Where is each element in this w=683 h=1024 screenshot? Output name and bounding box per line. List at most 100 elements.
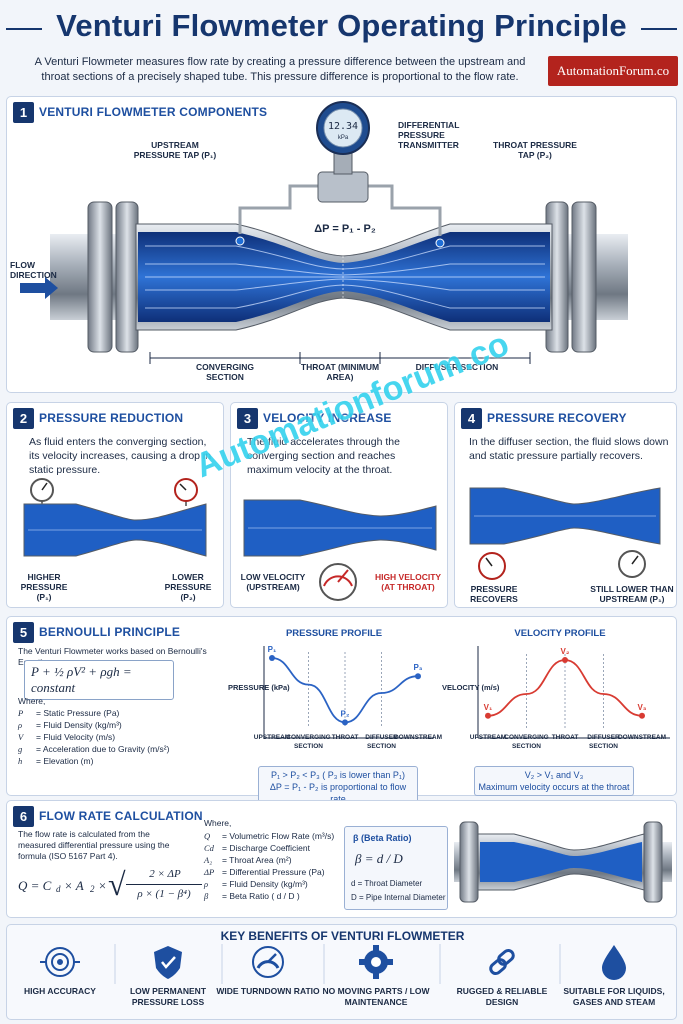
definition-text: = Fluid Density (kg/m³) xyxy=(36,720,122,730)
x-tick-label: UPSTREAM xyxy=(254,734,290,741)
chart-title: PRESSURE PROFILE xyxy=(286,628,382,639)
beta-box: β (Beta Ratio) β = d / D d = Throat Diam… xyxy=(344,826,448,910)
point-label: V₃ xyxy=(637,703,646,712)
section-title: VENTURI FLOWMETER COMPONENTS xyxy=(39,105,268,119)
step-text: The fluid accelerates through the conver… xyxy=(247,436,400,476)
pressure-note-2: ΔP = P₁ - P₂ is proportional to flow rat… xyxy=(269,782,407,804)
definition-text: = Differential Pressure (Pa) xyxy=(222,867,325,877)
diffuser-section-label: DIFFUSER SECTION xyxy=(415,362,499,372)
x-tick-label: SECTION xyxy=(367,743,396,750)
step-text: In the diffuser section, the fluid slows… xyxy=(469,436,669,462)
definition-symbol: P xyxy=(18,708,24,718)
velocity-increase-diagram xyxy=(243,499,437,601)
section-number: 4 xyxy=(461,408,482,429)
section-number: 1 xyxy=(13,102,34,123)
definition-text: = Static Pressure (Pa) xyxy=(36,708,120,718)
formula-denominator: ρ × (1 − β⁴) xyxy=(137,888,191,900)
step-text: As fluid enters the converging section, … xyxy=(29,436,212,476)
brand-logo[interactable]: AutomationForum.co xyxy=(548,56,678,86)
beta-d-def: d = Throat Diameter xyxy=(351,879,423,888)
definition-row: Cd= Discharge Coefficient xyxy=(204,843,310,854)
data-point xyxy=(415,673,421,680)
target-icon xyxy=(40,947,80,977)
formula-mid: × A xyxy=(64,878,84,893)
definition-row: A₂ = Throat Area (m²) xyxy=(204,855,292,866)
title-rule-right xyxy=(641,28,677,30)
point-label: V₁ xyxy=(484,703,493,712)
benefit-turndown: WIDE TURNDOWN RATIO xyxy=(216,986,320,996)
beta-equation: β = d / D xyxy=(355,851,403,866)
venturi-diagram: 12.34 kPa xyxy=(20,101,628,364)
chart-title: VELOCITY PROFILE xyxy=(514,628,605,639)
point-label: P₃ xyxy=(413,663,422,672)
definition-symbol: β xyxy=(204,891,209,901)
tap-p1 xyxy=(235,236,245,246)
impulse-line-left xyxy=(238,184,318,234)
lower-pressure-label: LOWER PRESSURE (P₂) xyxy=(164,572,212,602)
point-label: P₁ xyxy=(268,645,277,654)
x-tick-label: CONVERGING xyxy=(286,734,330,741)
flow-arrow xyxy=(20,277,58,299)
gauge-icon xyxy=(252,946,284,978)
benefit-suitable: SUITABLE FOR LIQUIDS, GASES AND STEAM xyxy=(563,986,665,1007)
high-velocity-label: HIGH VELOCITY (AT THROAT) xyxy=(374,572,442,592)
formula-sub2: 2 xyxy=(90,884,95,894)
velocity-note-1: V₂ > V₁ and V₃ xyxy=(524,770,584,780)
x-tick-label: DOWNSTREAM xyxy=(618,734,666,741)
transmitter-body xyxy=(317,171,369,203)
benefit-rugged: RUGGED & RELIABLE DESIGN xyxy=(456,986,548,1007)
formula-times: × xyxy=(98,878,107,893)
definition-symbol: Cd xyxy=(204,843,214,853)
dp-formula: ΔP = P₁ - P₂ xyxy=(314,223,376,235)
section-number: 5 xyxy=(13,622,34,643)
benefit-high-accuracy: HIGH ACCURACY xyxy=(24,986,96,996)
transmitter-neck xyxy=(333,151,353,175)
formula-numerator: 2 × ΔP xyxy=(149,868,181,880)
x-tick-label: SECTION xyxy=(512,743,541,750)
beta-D-def: D = Pipe Internal Diameter xyxy=(351,893,446,902)
section-number: 3 xyxy=(237,408,258,429)
x-tick-label: THROAT xyxy=(552,734,579,741)
transmitter-unit: kPa xyxy=(338,135,349,141)
definition-text: = Beta Ratio ( d / D ) xyxy=(222,891,300,901)
flow-rate-panel: 6 FLOW RATE CALCULATION xyxy=(6,800,677,918)
chain-link-icon xyxy=(489,948,515,976)
transmitter-value: 12.34 xyxy=(328,121,358,132)
definition-symbol: ρ xyxy=(18,720,23,730)
tap-p2 xyxy=(435,238,445,248)
bernoulli-equation: P + ½ ρV² + ρgh = constant xyxy=(24,660,174,700)
velocity-profile-chart: VELOCITY PROFILE VELOCITY (m/s) V₁V₂V₃UP… xyxy=(442,628,670,750)
outlet-flange-2 xyxy=(571,201,597,353)
definition-symbol: g xyxy=(18,744,23,754)
x-tick-label: DIFFUSER xyxy=(587,734,620,741)
definition-text: = Throat Area (m²) xyxy=(222,855,292,865)
y-axis-label: VELOCITY (m/s) xyxy=(442,683,500,692)
converging-section-label: CONVERGING SECTION xyxy=(195,362,255,382)
benefit-icons xyxy=(40,944,626,984)
section-title: BERNOULLI PRINCIPLE xyxy=(39,625,181,639)
definition-symbol: A₂ xyxy=(204,855,213,865)
shield-check-icon xyxy=(154,946,182,979)
definition-symbol: V xyxy=(18,732,24,742)
benefits-panel: KEY BENEFITS OF VENTURI FLOWMETER xyxy=(6,924,677,1020)
definition-row: β = Beta Ratio ( d / D ) xyxy=(204,891,300,902)
droplet-icon xyxy=(602,945,626,980)
data-point xyxy=(485,712,491,719)
inlet-flange-2 xyxy=(115,201,139,353)
section-number: 6 xyxy=(13,806,34,827)
definition-text: = Acceleration due to Gravity (m/s²) xyxy=(36,744,170,754)
flow-where-label: Where, xyxy=(204,818,232,828)
benefit-no-moving-parts: NO MOVING PARTS / LOW MAINTENANCE xyxy=(322,986,430,1007)
x-tick-label: DIFFUSER xyxy=(365,734,398,741)
definition-symbol: Q xyxy=(204,831,211,841)
section-title: PRESSURE REDUCTION xyxy=(39,411,184,425)
pressure-note-1: P₁ > P₂ < P₃ ( P₃ is lower than P₁) xyxy=(271,770,405,780)
x-tick-label: UPSTREAM xyxy=(470,734,506,741)
low-velocity-label: LOW VELOCITY (UPSTREAM) xyxy=(240,572,306,592)
pressure-recovery-diagram xyxy=(469,487,661,580)
x-tick-label: CONVERGING xyxy=(504,734,548,741)
impulse-line-right xyxy=(368,184,442,236)
formula-lhs: Q = C xyxy=(18,878,52,893)
still-lower-label: STILL LOWER THAN UPSTREAM (P₁) xyxy=(590,584,674,604)
where-label: Where, xyxy=(18,696,46,706)
